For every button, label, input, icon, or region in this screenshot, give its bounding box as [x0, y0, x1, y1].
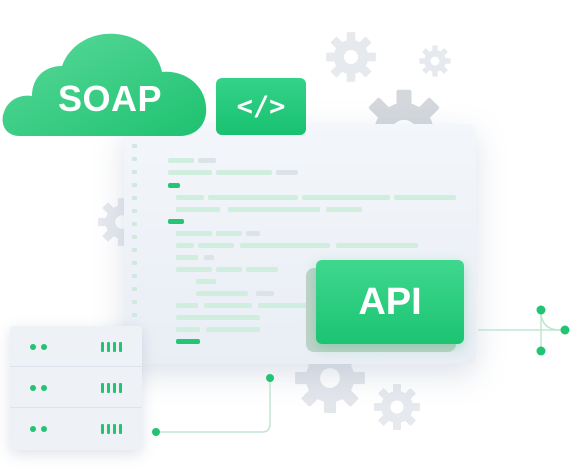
server-rack-icon — [10, 326, 142, 450]
cloud-icon — [2, 33, 207, 136]
api-label-box: API — [316, 260, 464, 344]
gear-icon-top — [326, 32, 376, 82]
server-unit — [10, 326, 142, 367]
server-unit — [10, 408, 142, 448]
code-tag-box: </> — [216, 78, 306, 135]
gear-icon-small — [419, 45, 451, 77]
code-tag-icon: </> — [236, 91, 286, 122]
gear-icon-bottom-right — [374, 384, 420, 430]
server-unit — [10, 367, 142, 408]
soap-label: SOAP — [58, 78, 163, 119]
api-label: API — [358, 280, 422, 323]
soap-cloud: SOAP — [0, 30, 214, 142]
